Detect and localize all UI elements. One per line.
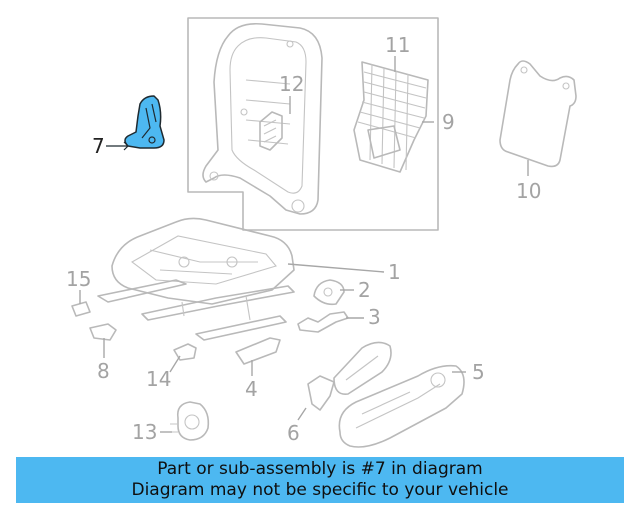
seat-back-panel xyxy=(499,60,577,168)
seat-cushion-frame xyxy=(97,217,295,341)
callout-9: 9 xyxy=(442,110,455,134)
callout-4: 4 xyxy=(245,377,258,401)
callout-11: 11 xyxy=(385,33,410,57)
parts-diagram: 11 12 9 10 7 1 2 3 15 8 14 4 5 6 13 xyxy=(66,17,577,448)
banner-line-2: Diagram may not be specific to your vehi… xyxy=(131,480,509,500)
callout-15: 15 xyxy=(66,267,91,291)
callout-1: 1 xyxy=(388,260,401,284)
small-parts xyxy=(71,279,465,448)
leader-lines xyxy=(79,56,529,433)
banner-line-1: Part or sub-assembly is #7 in diagram xyxy=(157,459,483,479)
callout-7: 7 xyxy=(92,134,105,158)
callout-6: 6 xyxy=(287,421,300,445)
info-banner: Part or sub-assembly is #7 in diagram Di… xyxy=(16,457,624,503)
callout-2: 2 xyxy=(358,278,371,302)
highlighted-part-7 xyxy=(106,95,165,151)
callout-14: 14 xyxy=(146,367,171,391)
callout-12: 12 xyxy=(279,72,304,96)
callout-13: 13 xyxy=(132,420,157,444)
seat-back-frame-group xyxy=(187,17,439,231)
callout-8: 8 xyxy=(97,359,110,383)
callout-5: 5 xyxy=(472,360,485,384)
callout-10: 10 xyxy=(516,179,541,203)
callout-3: 3 xyxy=(368,305,381,329)
